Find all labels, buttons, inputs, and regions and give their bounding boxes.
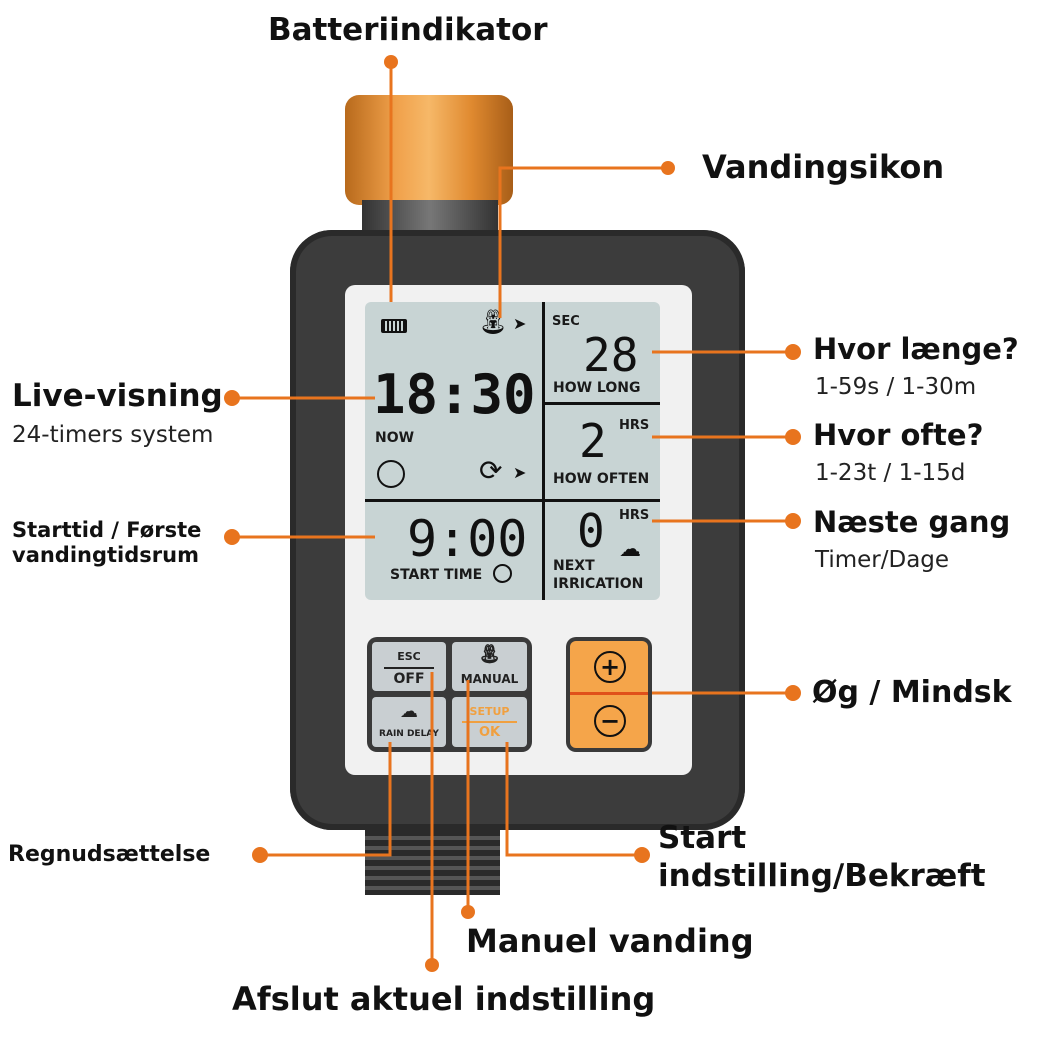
rain-cloud-icon: ☁︎ [400, 701, 418, 722]
how-long-label: HOW LONG [553, 380, 641, 396]
label-divider [384, 667, 434, 669]
start-time-label: START TIME [390, 567, 483, 583]
hose-connector-nut [345, 95, 513, 205]
how-long-title: Hvor længe? [813, 332, 1019, 366]
live-title: Live-visning [12, 378, 223, 414]
minus-icon: − [594, 705, 626, 737]
plus-minus-pad: + − [566, 637, 652, 752]
hrs-label: HRS [619, 508, 650, 523]
lcd-screen: ⛲︎ ➤ 18:30 NOW ⟳ ➤ SEC 28 HOW LONG 2 HRS… [365, 302, 660, 600]
watering-icon-label: Vandingsikon [702, 148, 945, 186]
next-range: Timer/Dage [815, 547, 950, 573]
esc-off-button[interactable]: ESC OFF [372, 642, 446, 691]
off-label: OFF [393, 671, 425, 687]
plus-icon: + [594, 651, 626, 683]
exit-setting-label: Afslut aktuel indstilling [232, 980, 656, 1018]
setup-label: SETUP [469, 705, 510, 718]
how-often-range: 1-23t / 1-15d [815, 460, 966, 486]
setup-ok-button[interactable]: SETUP OK [452, 697, 527, 747]
leader-watering [498, 166, 668, 318]
leader-rain-delay [260, 742, 392, 857]
faucet-icon: ⛲︎ [478, 644, 501, 665]
start-time-line2: vandingtidsrum [12, 543, 199, 567]
battery-indicator-label: Batteriindikator [268, 12, 548, 48]
esc-label: ESC [397, 650, 421, 663]
next-irrigation-value: 0 [577, 504, 605, 558]
rain-cloud-icon: ☁︎ [619, 536, 641, 561]
leader-setup [505, 742, 642, 857]
how-often-label: HOW OFTEN [553, 471, 650, 487]
hrs-label: HRS [619, 418, 650, 433]
plus-button[interactable]: + [570, 641, 648, 693]
setup-line2: indstilling/Bekræft [658, 858, 986, 894]
pad-divider [570, 692, 648, 695]
start-time-line1: Starttid / Første [12, 518, 202, 542]
next-label: NEXT [553, 558, 595, 574]
next-title: Næste gang [813, 505, 1011, 539]
how-often-value: 2 [579, 414, 607, 468]
rain-delay-button[interactable]: ☁︎ RAIN DELAY [372, 697, 446, 747]
sec-label: SEC [552, 314, 580, 329]
rain-delay-label: RAIN DELAY [379, 729, 439, 739]
alarm-clock-icon [493, 564, 512, 583]
manual-label: MANUAL [460, 672, 519, 686]
clock-display: 18:30 [373, 363, 536, 426]
button-group: ESC OFF ⛲︎ MANUAL ☁︎ RAIN DELAY SETUP OK [367, 637, 532, 752]
clock-icon [377, 460, 405, 488]
ok-label: OK [478, 725, 501, 740]
lcd-divider [365, 499, 660, 502]
arrow-icon: ➤ [513, 316, 527, 333]
manual-watering-label: Manuel vanding [466, 922, 754, 960]
cycle-clock-icon: ⟳ [479, 455, 503, 486]
faucet-icon: ⛲︎ [478, 309, 509, 336]
how-often-title: Hvor ofte? [813, 418, 984, 452]
battery-icon [381, 319, 407, 333]
setup-line1: Start [658, 820, 747, 856]
live-sub: 24-timers system [12, 422, 214, 448]
lcd-divider [543, 402, 660, 405]
rain-delay-label: Regnudsættelse [8, 842, 211, 867]
plus-minus-label: Øg / Mindsk [812, 675, 1012, 710]
minus-button[interactable]: − [570, 695, 648, 748]
label-divider [462, 721, 517, 723]
how-long-value: 28 [583, 328, 639, 382]
manual-button[interactable]: ⛲︎ MANUAL [452, 642, 527, 691]
start-time-value: 9:00 [407, 510, 528, 568]
arrow-icon: ➤ [513, 465, 527, 482]
irrigation-label: IRRICATION [553, 576, 644, 592]
lcd-divider [542, 302, 545, 600]
now-label: NOW [375, 430, 415, 446]
how-long-range: 1-59s / 1-30m [815, 374, 977, 400]
